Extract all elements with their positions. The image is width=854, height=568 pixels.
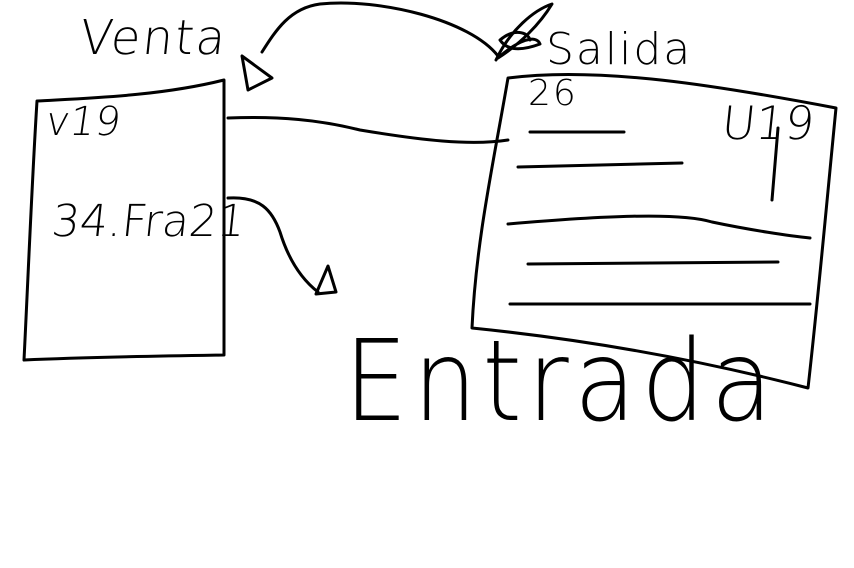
connector-top	[226, 116, 510, 144]
right-box-vertical-mark	[770, 126, 780, 202]
right-box-line-4	[526, 260, 780, 266]
right-box-line-2	[516, 161, 684, 169]
left-box-ref: v19	[42, 99, 124, 145]
left-document-box	[22, 78, 226, 362]
arrowhead-lower	[314, 264, 338, 296]
right-box-line-3	[506, 214, 812, 240]
label-entrada: Entrada	[344, 317, 778, 447]
right-document-box	[470, 72, 838, 390]
curved-arrow-salida-to-venta	[260, 1, 500, 58]
right-box-number: 26	[528, 73, 578, 114]
right-box-ref: U19	[719, 96, 818, 150]
label-venta: Venta	[77, 10, 231, 66]
arrowhead-venta	[240, 54, 274, 92]
left-box-amount: 34.Fra21	[49, 196, 248, 247]
scribble-mark-icon	[494, 2, 554, 62]
connector-lower	[226, 196, 320, 294]
label-salida: Salida	[546, 24, 693, 75]
